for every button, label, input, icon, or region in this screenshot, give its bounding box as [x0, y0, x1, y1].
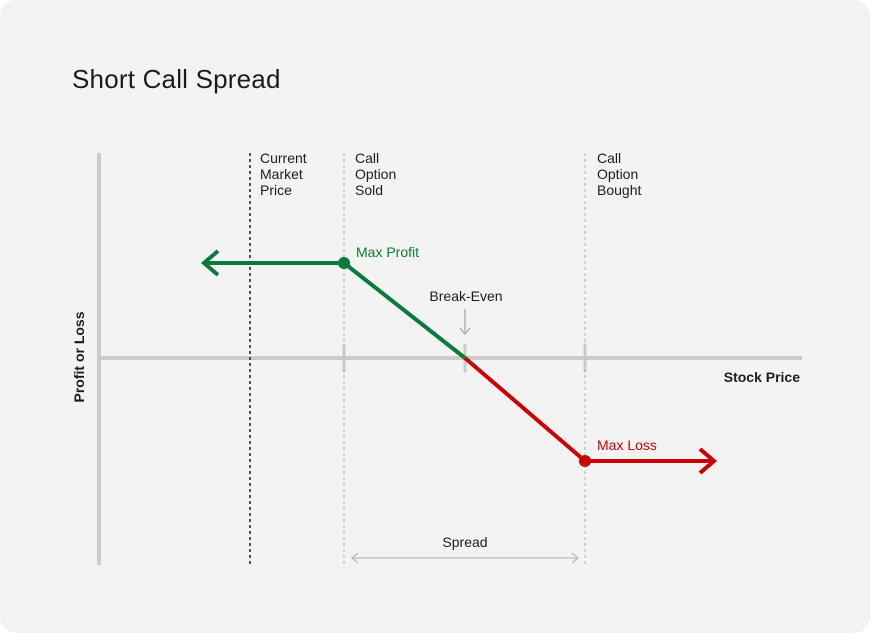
spread-label: Spread: [442, 534, 487, 550]
break-even-arrow-head: [459, 327, 471, 336]
page-title: Short Call Spread: [72, 64, 281, 94]
label-call-option-bought: Call Option Bought: [597, 150, 642, 198]
max-loss-label: Max Loss: [597, 437, 657, 453]
spread-arrow-left-head: [350, 552, 359, 564]
x-axis-label: Stock Price: [724, 369, 800, 385]
loss-arrow-head: [698, 447, 718, 475]
max-profit-dot: [338, 257, 350, 269]
label-call-option-sold: Call Option Sold: [355, 150, 400, 198]
spread-arrow-right-head: [571, 552, 580, 564]
y-axis-label: Profit or Loss: [71, 311, 87, 402]
max-loss-dot: [579, 455, 591, 467]
break-even-label: Break-Even: [429, 288, 502, 304]
profit-arrow-head: [200, 249, 220, 277]
max-profit-label: Max Profit: [356, 244, 419, 260]
label-current-market-price: Current Market Price: [260, 150, 311, 198]
loss-slope-line: [463, 356, 587, 463]
profit-slope-line: [342, 261, 467, 360]
